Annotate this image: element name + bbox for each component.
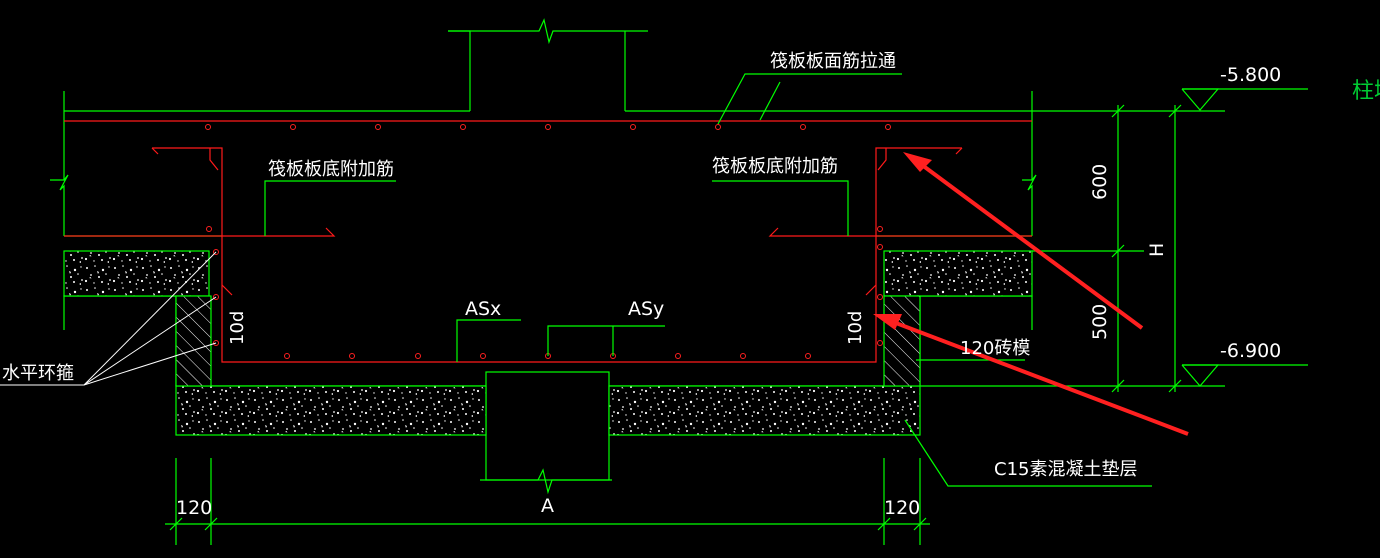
left-brick-mold: [175, 295, 212, 387]
label-hoop: 水平环箍: [2, 363, 74, 384]
callout-arrows: [873, 152, 1189, 436]
dimension-lines: [165, 88, 1308, 545]
label-edge-cut: 柱墩: [1352, 79, 1380, 104]
rebar-dots: [205, 124, 891, 359]
bottom-cushion-left: [175, 385, 487, 436]
label-asx: ASx: [465, 298, 501, 320]
bottom-cushion-right: [608, 385, 921, 436]
dim-upper: 600: [1089, 164, 1111, 200]
hoop-leaders: [0, 251, 217, 386]
label-bottom-extra-right: 筏板板底附加筋: [712, 156, 838, 177]
right-cushion-slab: [883, 250, 1033, 297]
raft-slab-outline: [50, 91, 1037, 237]
label-lap-left: 10d: [227, 311, 248, 345]
label-brick-mold: 120砖模: [960, 338, 1030, 359]
dim-total: H: [1146, 243, 1168, 257]
dim-right-wall: 120: [884, 497, 920, 519]
column-outline: [448, 18, 648, 111]
right-brick-mold: [883, 295, 921, 387]
label-lap-right: 10d: [845, 311, 866, 345]
level-top: -5.800: [1220, 64, 1281, 86]
dim-left-wall: 120: [176, 497, 212, 519]
label-asy: ASy: [628, 298, 664, 320]
label-center-a: A: [541, 495, 554, 517]
rebar: [64, 120, 1032, 363]
label-cushion: C15素混凝土垫层: [994, 459, 1137, 480]
label-top-rebar: 筏板板面筋拉通: [770, 51, 896, 72]
leader-lines: [264, 73, 1152, 487]
label-bottom-extra-left: 筏板板底附加筋: [268, 159, 394, 180]
level-bottom: -6.900: [1220, 340, 1281, 362]
left-cushion-slab: [63, 250, 210, 297]
dim-lower: 500: [1089, 304, 1111, 340]
